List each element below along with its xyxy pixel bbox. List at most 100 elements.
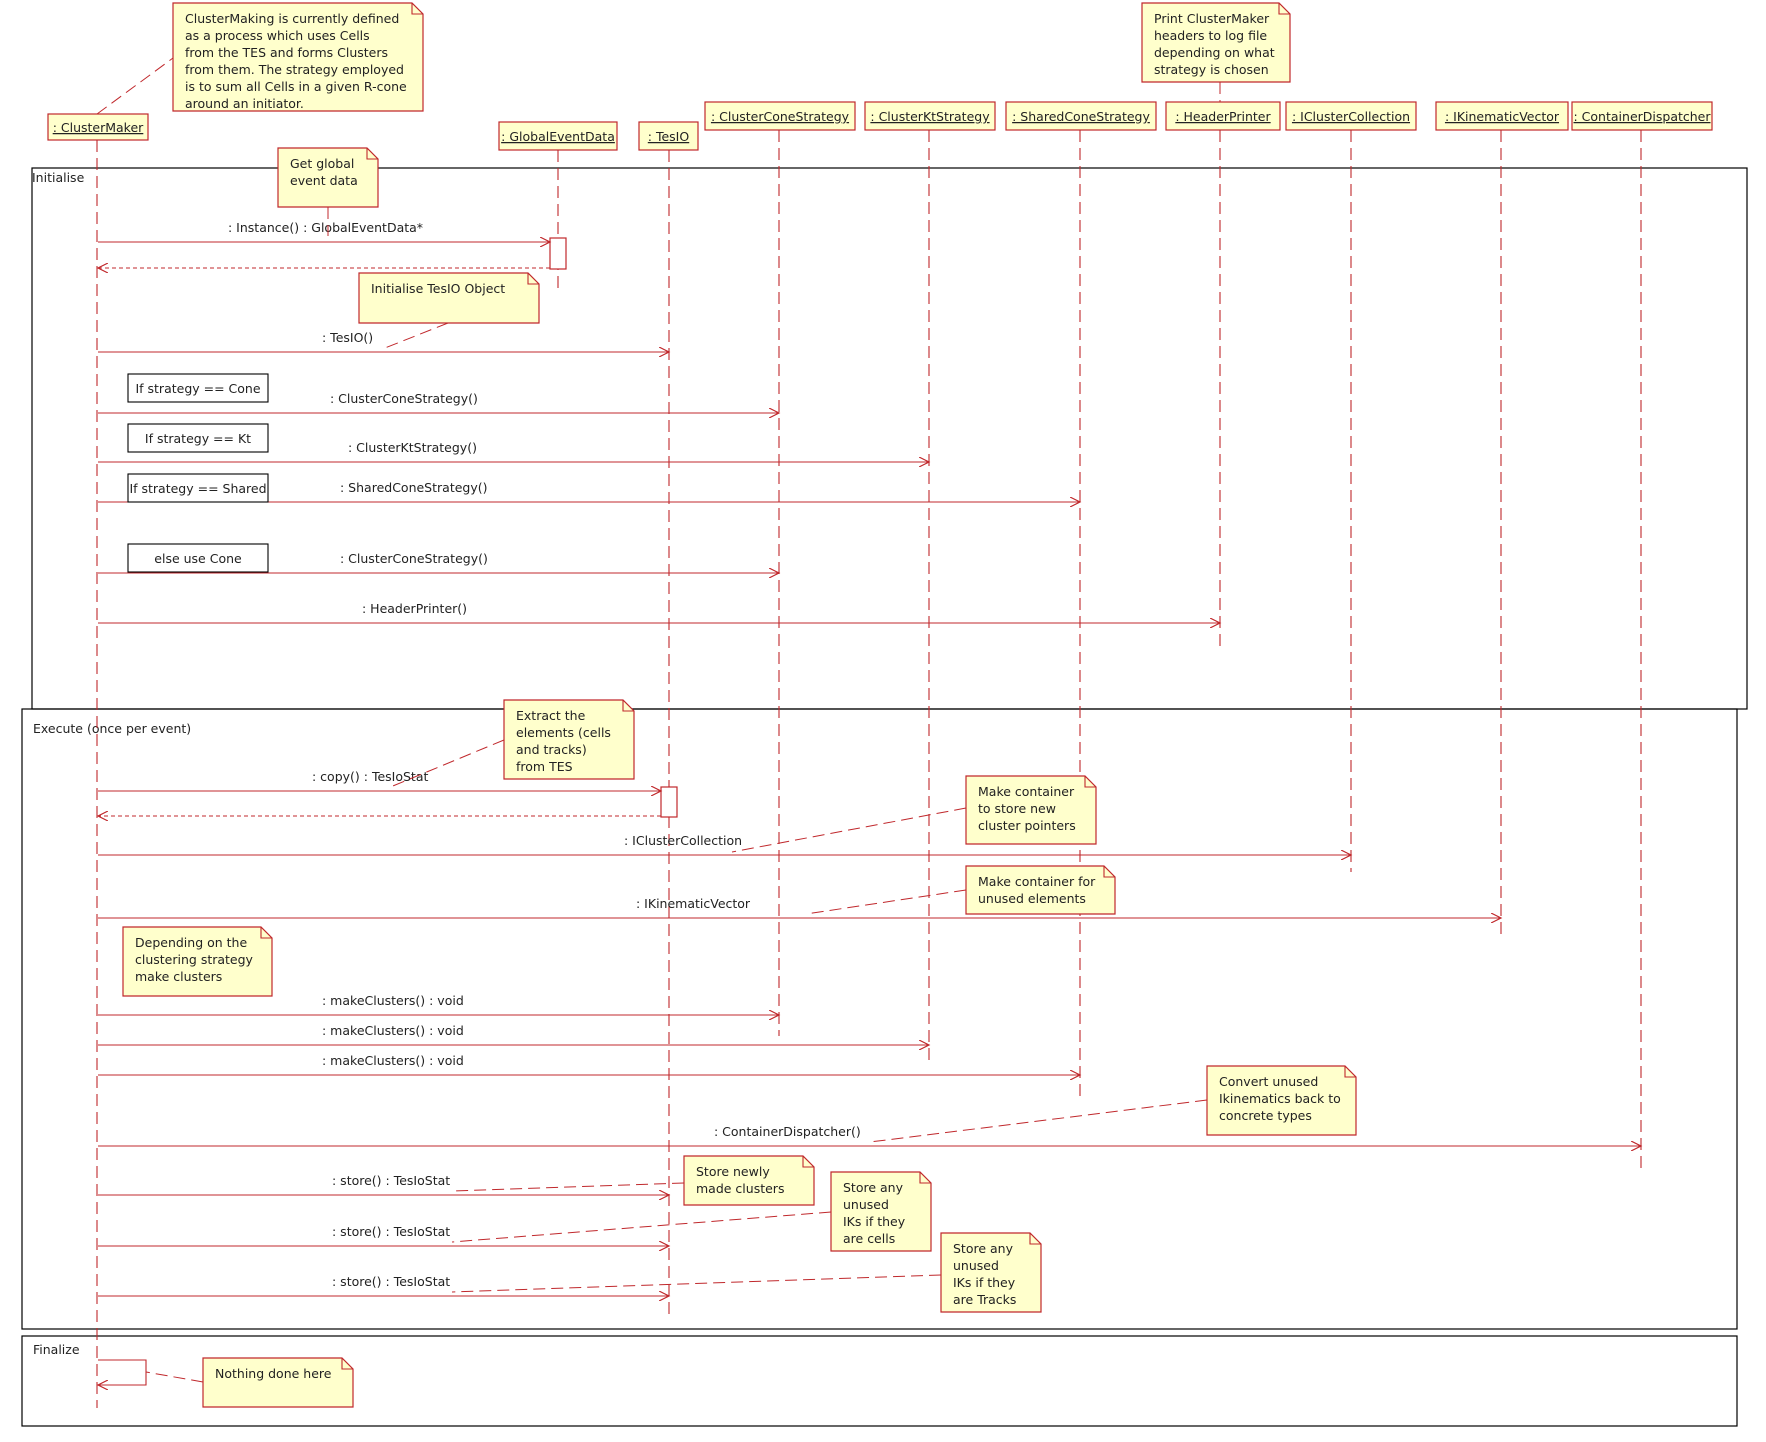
- note-text-line: unused: [953, 1258, 999, 1273]
- note-connector-n5: [387, 739, 505, 789]
- note-fold: [1029, 1233, 1041, 1245]
- note-text-line: Convert unused: [1219, 1074, 1318, 1089]
- lifeline-label-cm: : ClusterMaker: [53, 120, 144, 135]
- lifeline-label-hp: : HeaderPrinter: [1175, 109, 1271, 124]
- note-text-line: to store new: [978, 801, 1056, 816]
- note-text-line: make clusters: [135, 969, 222, 984]
- note-body: [830, 1171, 932, 1252]
- note-body: [202, 1357, 354, 1408]
- note-fold: [802, 1156, 814, 1168]
- note-fold: [1103, 866, 1115, 878]
- message-label-m4: : ClusterKtStrategy(): [348, 440, 477, 455]
- note-text-line: and tracks): [516, 742, 587, 757]
- note-n4: Initialise TesIO Object: [358, 272, 540, 324]
- note-n3: Get global event data: [277, 147, 379, 208]
- message-label-m2: : TesIO(): [322, 330, 373, 345]
- lifeline-label-ged: : GlobalEventData: [501, 129, 615, 144]
- note-text-line: from them. The strategy employed: [185, 62, 404, 77]
- note-text-line: event data: [290, 173, 358, 188]
- lifeline-head-hp[interactable]: [1165, 101, 1281, 131]
- note-text-line: Print ClusterMaker: [1154, 11, 1270, 26]
- lifeline-head-ikv[interactable]: [1435, 101, 1569, 131]
- note-text-line: depending on what: [1154, 45, 1275, 60]
- message-label-m15: : store() : TesIoStat: [332, 1173, 450, 1188]
- lifeline-label-cks: : ClusterKtStrategy: [870, 109, 990, 124]
- lifeline-head-cm[interactable]: [47, 113, 149, 141]
- note-text-line: are Tracks: [953, 1292, 1016, 1307]
- note-fold: [527, 273, 539, 285]
- condition-label-c3: If strategy == Shared: [129, 481, 266, 496]
- note-text-line: Store any: [843, 1180, 904, 1195]
- note-text-line: strategy is chosen: [1154, 62, 1269, 77]
- note-text-line: is to sum all Cells in a given R-cone: [185, 79, 407, 94]
- note-text-line: Get global: [290, 156, 354, 171]
- note-body: [1141, 2, 1291, 83]
- note-text-line: around an initiator.: [185, 96, 304, 111]
- note-text-line: from TES: [516, 759, 573, 774]
- message-label-m12: : makeClusters() : void: [322, 1023, 464, 1038]
- note-text-line: ClusterMaking is currently defined: [185, 11, 399, 26]
- message-label-m9: : IClusterCollection: [624, 833, 742, 848]
- note-connector-n13: [145, 1371, 204, 1383]
- condition-box-c3: [127, 473, 269, 503]
- lifeline-head-cd[interactable]: [1571, 101, 1713, 131]
- lifeline-head-ged[interactable]: [498, 121, 618, 151]
- note-fold: [366, 148, 378, 160]
- lifeline-label-cd: : ContainerDispatcher: [1574, 109, 1712, 124]
- lifeline-head-cks[interactable]: [864, 101, 996, 131]
- lifeline-head-tes[interactable]: [638, 121, 699, 151]
- lifeline-head-ccs[interactable]: [704, 101, 856, 131]
- note-text-line: cluster pointers: [978, 818, 1076, 833]
- note-fold: [1344, 1066, 1356, 1078]
- note-fold: [260, 927, 272, 939]
- note-body: [940, 1232, 1042, 1313]
- note-text-line: Ikinematics back to: [1219, 1091, 1341, 1106]
- note-body: [172, 2, 424, 112]
- lifeline-head-icc[interactable]: [1285, 101, 1417, 131]
- note-text-line: Make container: [978, 784, 1075, 799]
- note-text-line: clustering strategy: [135, 952, 254, 967]
- note-text-line: elements (cells: [516, 725, 611, 740]
- note-text-line: unused elements: [978, 891, 1086, 906]
- note-body: [683, 1155, 815, 1206]
- activation-globaleventdata: [549, 237, 567, 270]
- note-text-line: Depending on the: [135, 935, 247, 950]
- message-label-m8: : copy() : TesIoStat: [312, 769, 428, 784]
- lifeline-head-scs[interactable]: [1005, 101, 1157, 131]
- message-label-m14: : ContainerDispatcher(): [714, 1124, 861, 1139]
- frame-exec: [21, 708, 1738, 1330]
- note-connector-n4: [384, 322, 449, 349]
- message-label-m5: : SharedConeStrategy(): [340, 480, 488, 495]
- note-body: [277, 147, 379, 208]
- note-body: [965, 775, 1097, 845]
- frame-init: [31, 167, 1748, 710]
- lifeline-label-ccs: : ClusterConeStrategy: [711, 109, 850, 124]
- condition-label-c2: If strategy == Kt: [145, 431, 251, 446]
- note-fold: [341, 1358, 353, 1370]
- message-label-m1: : Instance() : GlobalEventData*: [228, 220, 423, 235]
- note-connector-n6: [731, 807, 967, 853]
- note-body: [358, 272, 540, 324]
- frame-label-fin: Finalize: [33, 1342, 80, 1357]
- note-body: [965, 865, 1116, 915]
- self-message-finalize: [98, 1359, 147, 1385]
- condition-label-c4: else use Cone: [154, 551, 242, 566]
- note-body: [503, 699, 635, 780]
- message-label-m13: : makeClusters() : void: [322, 1053, 464, 1068]
- note-n8: Depending on the clustering strategy make …: [122, 926, 273, 997]
- note-fold: [919, 1172, 931, 1184]
- message-label-m3: : ClusterConeStrategy(): [330, 391, 478, 406]
- note-fold: [1278, 3, 1290, 15]
- note-text-line: Nothing done here: [215, 1366, 332, 1381]
- frame-fin: [21, 1335, 1738, 1427]
- frame-label-exec: Execute (once per event): [33, 721, 191, 736]
- lifeline-label-scs: : SharedConeStrategy: [1012, 109, 1150, 124]
